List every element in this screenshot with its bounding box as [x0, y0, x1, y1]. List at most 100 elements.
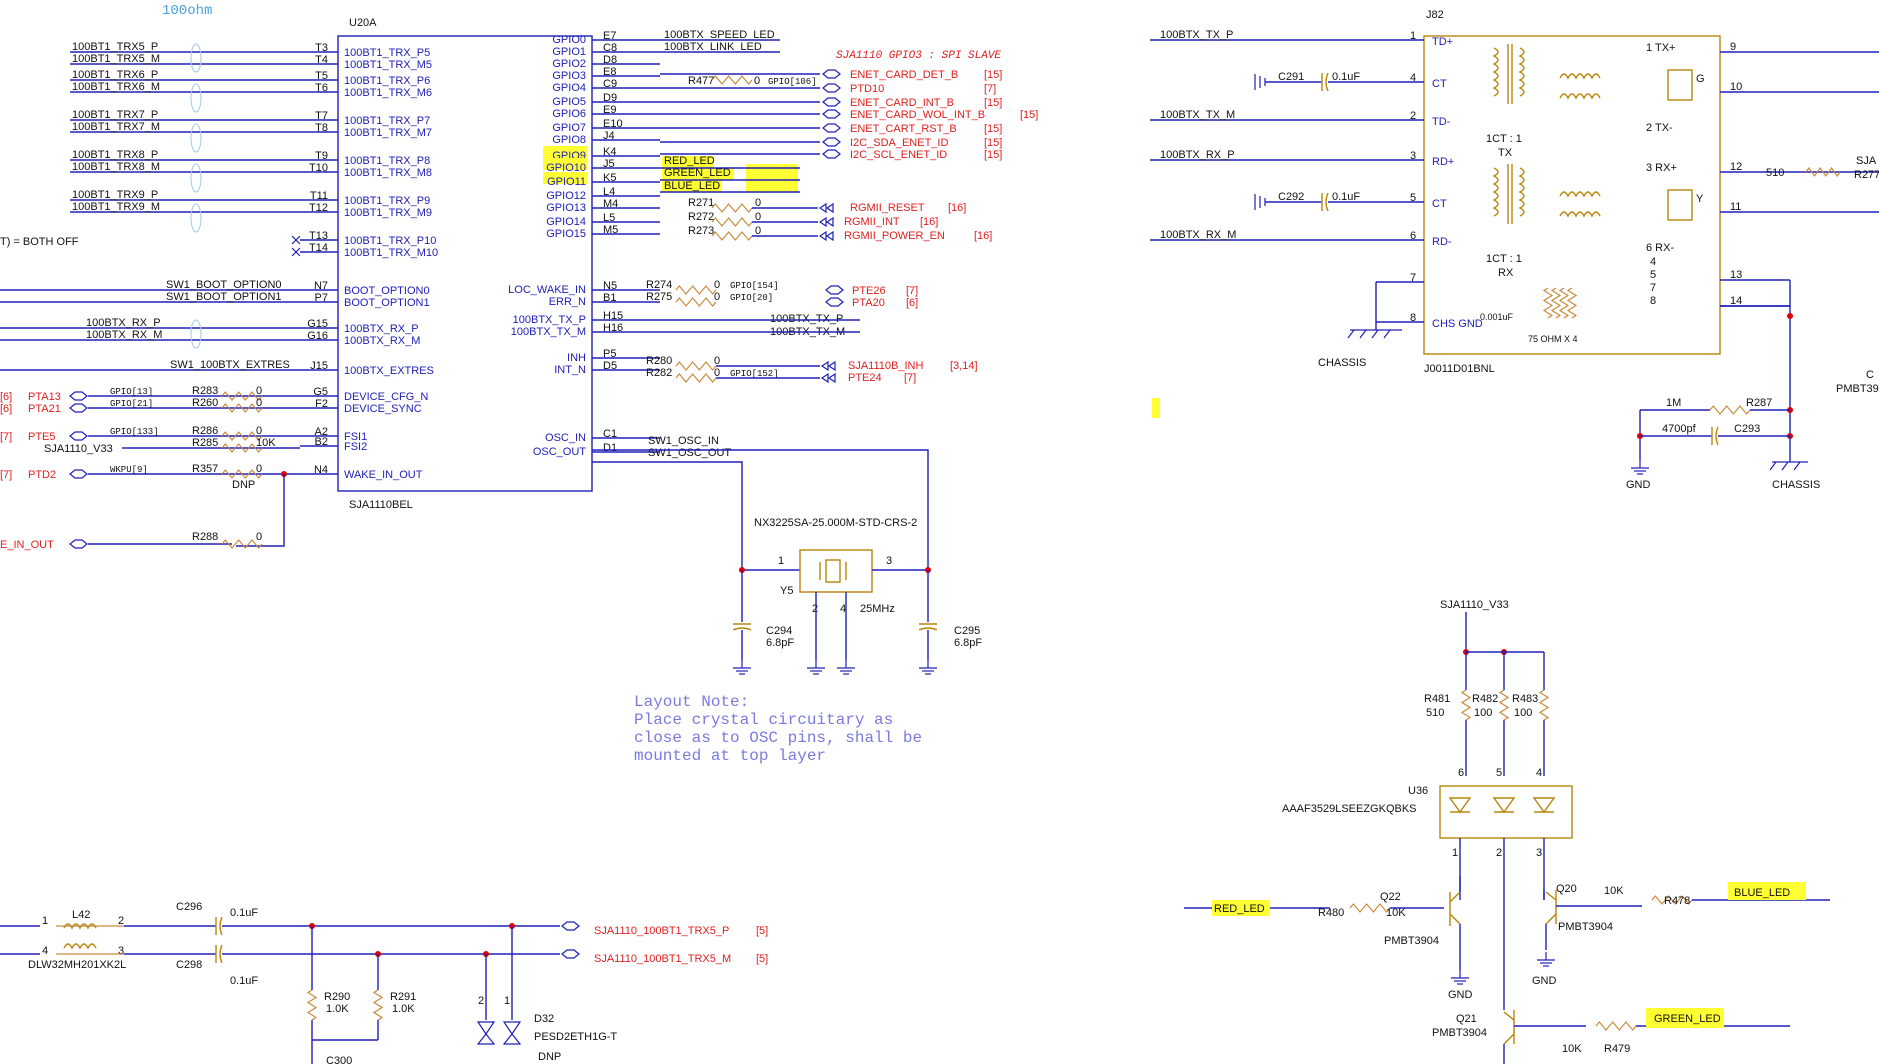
- u20a-right-pin-name: OSC_IN: [545, 432, 586, 444]
- offpage-connector-icon: [820, 360, 836, 372]
- spi-slave-note: SJA1110 GPIO3 : SPI SLAVE: [836, 50, 1001, 62]
- bidir-connector-icon: [822, 149, 841, 159]
- u36-part: AAAF3529LSEEZGKQBKS: [1282, 803, 1417, 815]
- offpage-connector-icon: [818, 216, 834, 228]
- c295-symbol: [918, 623, 938, 631]
- j82-tx-label: TX: [1498, 147, 1513, 159]
- cap-value: 0.1uF: [1332, 71, 1360, 83]
- led-symbol: [1448, 797, 1472, 814]
- left-io-res-value: 0: [256, 463, 262, 475]
- led-pin-bot: 1: [1452, 847, 1458, 859]
- crystal-ref: Y5: [780, 585, 793, 597]
- u20a-right-pin-num: P5: [603, 348, 616, 360]
- c294-symbol: [732, 623, 752, 631]
- r479-ref: R479: [1604, 1043, 1630, 1055]
- u20a-left-net-label: SW1_100BTX_EXTRES: [170, 359, 290, 371]
- j82-right-pin-num: 13: [1730, 269, 1742, 281]
- r291-value: 1.0K: [392, 1003, 415, 1015]
- u20a-right-pin-num: L5: [603, 212, 615, 224]
- led-y-symbol: [1667, 189, 1693, 221]
- u20a-left-pin-num: T7: [315, 110, 328, 122]
- u20a-left-pin-name: BOOT_OPTION1: [344, 297, 430, 309]
- bidir-connector-icon: [69, 539, 88, 549]
- led-pin-bot: 3: [1536, 847, 1542, 859]
- ground-icon: [1451, 970, 1469, 985]
- bidir-connector-icon: [69, 431, 88, 441]
- rgmii-res-symbol: [711, 203, 753, 213]
- j82-inner-pin: 5: [1650, 269, 1656, 281]
- highlight: [543, 146, 587, 158]
- r480-symbol: [1349, 903, 1391, 913]
- trx5-m-ref: [5]: [756, 953, 768, 965]
- inh-res-value: 0: [714, 367, 720, 379]
- coil-symbol: [1518, 167, 1525, 217]
- d32-ref: D32: [534, 1013, 554, 1025]
- left-io-label: SJA1110_V33: [44, 443, 113, 455]
- gpio-output-label: I2C_SCL_ENET_ID: [850, 149, 947, 161]
- u20a-left-pin-name: 100BTX_RX_P: [344, 323, 419, 335]
- j82-termination: 75 OHM X 4: [1528, 334, 1578, 344]
- u20a-left-pin-name: 100BT1_TRX_P6: [344, 75, 430, 87]
- twisted-pair-mark: [190, 163, 202, 193]
- u20a-left-pin-name: 100BT1_TRX_M9: [344, 207, 432, 219]
- coil-symbol: [1559, 93, 1601, 100]
- highlight: [1212, 900, 1270, 916]
- u20a-left-pin-num: T9: [315, 150, 328, 162]
- left-io-res-value: 0: [256, 425, 262, 437]
- u20a-left-pin-name: 100BT1_TRX_P5: [344, 47, 430, 59]
- l42-ref: L42: [72, 909, 90, 921]
- wake-ref: [7]: [906, 285, 918, 297]
- j82-rx-label: RX: [1498, 267, 1514, 279]
- c296-symbol: [215, 916, 223, 936]
- c298-value: 0.1uF: [230, 975, 258, 987]
- net-blue-led: BLUE_LED: [664, 180, 720, 192]
- wake-res-tag: GPIO[20]: [730, 293, 773, 303]
- u20a-left-pin-num: G15: [307, 318, 328, 330]
- j82-net-label: 100BTX_RX_M: [1160, 229, 1236, 241]
- j82-inner-pin: 8: [1650, 295, 1656, 307]
- u20a-right-pin-name: GPIO4: [552, 82, 586, 94]
- u20a-left-pin-name: FSI2: [344, 441, 367, 453]
- c293-ref: C293: [1734, 423, 1760, 435]
- u36-body: [1439, 785, 1573, 839]
- j82-left-pin-num: 1: [1410, 30, 1416, 42]
- coil-symbol: [1492, 47, 1499, 97]
- u20a-left-pin-name: DEVICE_SYNC: [344, 403, 422, 415]
- u20a-right-pin-num: L4: [603, 186, 615, 198]
- u20a-right-pin-num: B1: [603, 292, 616, 304]
- net-100btx-link-led: 100BTX_LINK_LED: [664, 41, 762, 53]
- wire: [1545, 913, 1557, 925]
- c293-symbol: [1711, 426, 1719, 446]
- left-io-label: PTE5: [28, 431, 56, 443]
- chassis-ground-icon: [1769, 461, 1808, 471]
- u20a-right-pin-num: J5: [603, 158, 615, 170]
- wake-res-value: 0: [714, 291, 720, 303]
- inh-ref: [3,14]: [950, 360, 978, 372]
- bidir-connector-icon: [822, 69, 841, 79]
- u20a-right-pin-num: M5: [603, 224, 618, 236]
- left-io-res-value: 0: [256, 397, 262, 409]
- crystal-pin2: 2: [812, 603, 818, 615]
- u20a-left-pin-name: 100BT1_TRX_P9: [344, 195, 430, 207]
- twisted-pair-mark: [190, 83, 202, 113]
- u20a-left-net-label: 100BT1_TRX5_M: [72, 53, 160, 65]
- j82-inner-pin: 7: [1650, 282, 1656, 294]
- r290-ref: R290: [324, 991, 350, 1003]
- q20-part: PMBT3904: [1558, 921, 1613, 933]
- u20a-right-pin-name: GPIO2: [552, 58, 586, 70]
- u20a-left-pin-name: 100BT1_TRX_M5: [344, 59, 432, 71]
- led-res-ref: R483: [1512, 693, 1538, 705]
- bidir-connector-icon: [822, 97, 841, 107]
- coil-symbol: [1559, 191, 1601, 198]
- wake-io-res-ref: R288: [192, 531, 218, 543]
- termination-res-symbol: [1558, 287, 1570, 319]
- d32-part: PESD2ETH1G-T: [534, 1031, 617, 1043]
- j82-rx-plus: 3 RX+: [1646, 162, 1677, 174]
- u20a-left-pin-num: F2: [315, 398, 328, 410]
- j82-right-pin-num: 10: [1730, 81, 1742, 93]
- u20a-left-pin-num: T12: [309, 202, 328, 214]
- wire: [236, 474, 285, 547]
- j82-left-pin-num: 3: [1410, 150, 1416, 162]
- wake-res-symbol: [675, 285, 717, 295]
- wake-io-label: E_IN_OUT: [0, 539, 54, 551]
